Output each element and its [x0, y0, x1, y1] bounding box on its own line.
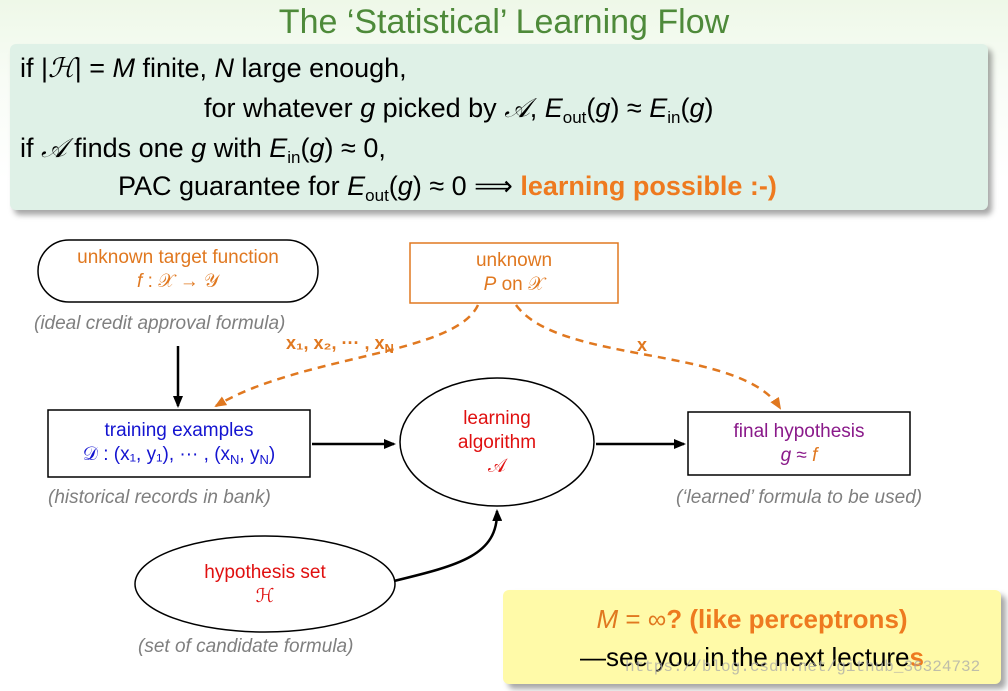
final-hypothesis-caption: (‘learned’ formula to be used): [676, 487, 923, 508]
learning-flow-diagram: unknown target function f : 𝒳 → 𝒴 (ideal…: [0, 215, 1008, 691]
watermark-url: https://blog.csdn.net/github_36324732: [625, 658, 981, 676]
next-lecture-note: M = ∞? (like perceptrons) —see you in th…: [503, 590, 1001, 684]
final-hypothesis-label: final hypothesis g ≈ f: [733, 421, 865, 466]
target-function-label: unknown target function f : 𝒳 → 𝒴: [77, 247, 279, 292]
arrow-distribution-to-final: [514, 304, 782, 410]
slide-title: The ‘Statistical’ Learning Flow: [278, 3, 730, 41]
summary-line-3: if 𝒜 finds one g with Ein(g) ≈ 0,: [20, 133, 386, 167]
target-function-caption: (ideal credit approval formula): [34, 313, 286, 334]
learning-possible-highlight: learning possible :-): [520, 171, 777, 201]
training-examples-label: training examples 𝒟 : (x₁, y₁), ··· , (x…: [82, 420, 276, 467]
samples-edge-label: x₁, x₂, ··· , xN: [286, 333, 394, 356]
training-examples-caption: (historical records in bank): [48, 487, 271, 508]
distribution-label: unknown P on 𝒳: [475, 250, 553, 295]
hypothesis-set-caption: (set of candidate formula): [138, 636, 354, 657]
training-examples-node: [47, 409, 311, 478]
x-edge-label: x: [637, 335, 648, 355]
arrow-hypothesis-to-algorithm: [393, 509, 503, 583]
distribution-node: [409, 242, 619, 304]
diagram-shapes: [37, 239, 911, 633]
summary-line-4: PAC guarantee for Eout(g) ≈ 0 ⟹ learning…: [118, 171, 777, 205]
target-function-node: [37, 239, 319, 303]
hypothesis-set-label: hypothesis set ℋ: [204, 562, 326, 607]
hypothesis-set-node: [134, 535, 396, 633]
summary-box: if |ℋ| = M finite, N large enough, for w…: [10, 44, 988, 210]
arrow-distribution-to-training: [214, 304, 480, 408]
summary-line-1: if |ℋ| = M finite, N large enough,: [20, 53, 407, 83]
learning-algorithm-label: learning algorithm 𝒜: [457, 408, 537, 477]
final-hypothesis-node: [687, 411, 911, 476]
note-line-2: —see you in the next lectures: [580, 642, 924, 672]
learning-algorithm-node: [399, 377, 595, 507]
note-line-1: M = ∞? (like perceptrons): [596, 604, 908, 634]
summary-line-2: for whatever g picked by 𝒜, Eout(g) ≈ Ei…: [204, 93, 714, 127]
